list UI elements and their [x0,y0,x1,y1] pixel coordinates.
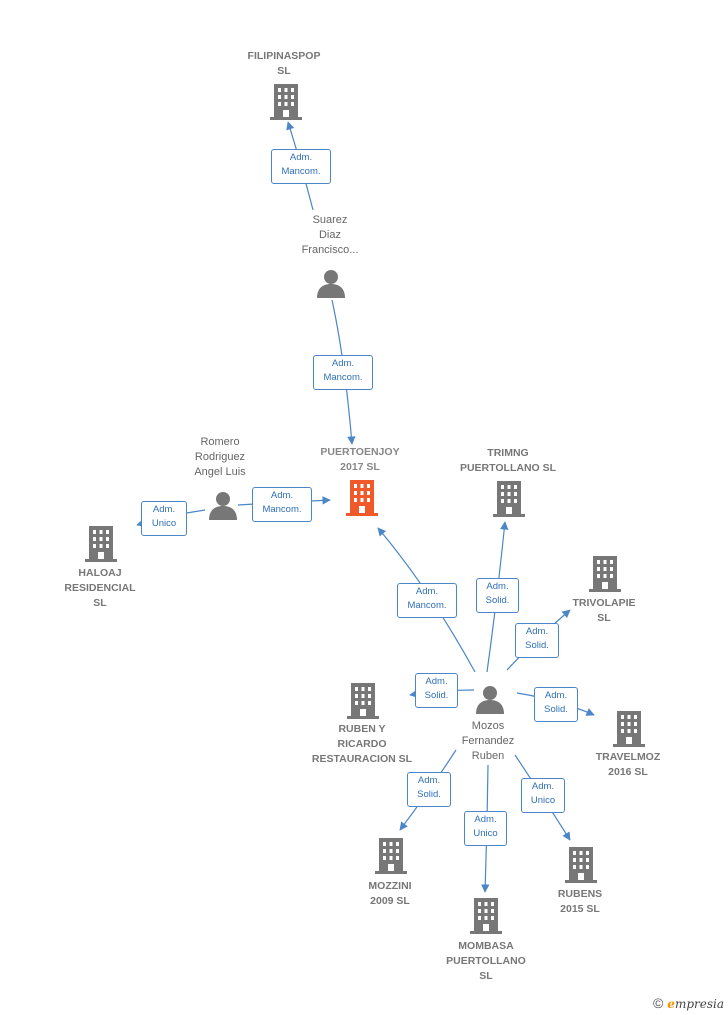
edge-label-mozos-travelmoz[interactable]: Adm. Solid. [534,687,578,722]
edge-label-suarez-filipinaspop[interactable]: Adm. Mancom. [271,149,331,184]
edge-label-mozos-puertoenjoy[interactable]: Adm. Mancom. [397,583,457,618]
node-label-trimng[interactable]: TRIMNG PUERTOLLANO SL [459,447,557,474]
building-icon[interactable] [613,711,645,747]
building-icon[interactable] [565,847,597,883]
node-label-mozzini[interactable]: MOZZINI 2009 SL [368,880,412,907]
building-icon[interactable] [270,84,302,120]
edge-label-romero-haloaj[interactable]: Adm. Unico [141,501,187,536]
person-icon[interactable] [475,684,505,714]
node-label-suarez[interactable]: Suarez Diaz Francisco... [301,214,359,256]
building-icon[interactable] [346,480,378,516]
person-icon[interactable] [316,268,346,298]
node-label-filipinaspop[interactable]: FILIPINASPOP SL [247,50,321,77]
edge-label-mozos-mozzini[interactable]: Adm. Solid. [407,772,451,807]
edge-label-mozos-mombasa[interactable]: Adm. Unico [464,811,507,846]
building-icon[interactable] [347,683,379,719]
building-icon[interactable] [375,838,407,874]
footer-brand: ©empresia [653,995,724,1011]
node-label-travelmoz[interactable]: TRAVELMOZ 2016 SL [595,751,661,778]
edge-label-suarez-puertoenjoy[interactable]: Adm. Mancom. [313,355,373,390]
brand-logo[interactable]: empresia [667,997,724,1011]
node-label-mozos[interactable]: Mozos Fernandez Ruben [461,720,515,762]
edge-label-mozos-trimng[interactable]: Adm. Solid. [476,578,519,613]
edge-label-mozos-rubens[interactable]: Adm. Unico [521,778,565,813]
node-label-trivolapie[interactable]: TRIVOLAPIE SL [572,597,636,624]
edge-label-romero-puertoenjoy[interactable]: Adm. Mancom. [252,487,312,522]
building-icon[interactable] [589,556,621,592]
edge-label-mozos-ruben-ricardo[interactable]: Adm. Solid. [415,673,458,708]
building-icon[interactable] [85,526,117,562]
node-label-haloaj[interactable]: HALOAJ RESIDENCIAL SL [64,567,136,609]
node-label-rubens[interactable]: RUBENS 2015 SL [557,888,603,915]
node-label-puertoenjoy[interactable]: PUERTOENJOY 2017 SL [320,446,400,473]
building-icon[interactable] [493,481,525,517]
building-icon[interactable] [470,898,502,934]
edge-label-mozos-trivolapie[interactable]: Adm. Solid. [515,623,559,658]
node-label-ruben-ricardo[interactable]: RUBEN Y RICARDO RESTAURACION SL [311,723,413,765]
copyright-icon: © [652,995,664,1011]
node-label-romero[interactable]: Romero Rodriguez Angel Luis [194,436,246,478]
person-icon[interactable] [208,490,238,520]
node-label-mombasa[interactable]: MOMBASA PUERTOLLANO SL [446,940,526,982]
